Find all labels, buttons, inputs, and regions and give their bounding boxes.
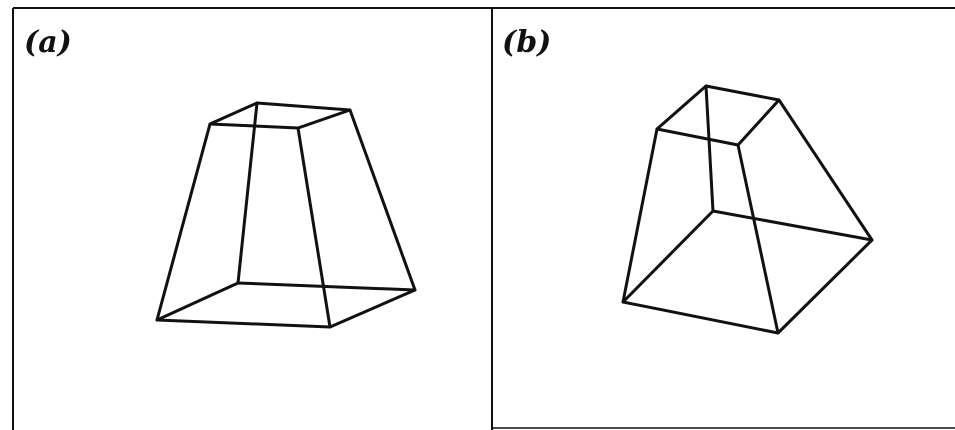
frustum-b-edge-back [704, 84, 715, 213]
panel-a-frame [12, 7, 493, 430]
frustum-b-edge-left [621, 127, 659, 304]
frustum-a-edge-back-right [348, 108, 417, 292]
frustum-b [621, 84, 874, 335]
frustum-a-edge-front-right [296, 126, 332, 329]
frustum-b-top-face [655, 84, 781, 147]
panel-b-label: (b) [502, 25, 552, 60]
frustum-a-edge-front-left [155, 122, 212, 322]
frustum-b-edge-right [777, 98, 874, 242]
frustum-a-top-face [208, 101, 352, 130]
frustum-a-edge-back-left [236, 101, 259, 285]
panel-a-label: (a) [24, 25, 72, 60]
frustum-b-edge-front [736, 143, 780, 335]
panel-b-frame [492, 7, 955, 429]
frustum-a-bottom-face [155, 281, 417, 329]
frustum-b-bottom-face [621, 209, 874, 335]
frustum-a [155, 101, 417, 329]
